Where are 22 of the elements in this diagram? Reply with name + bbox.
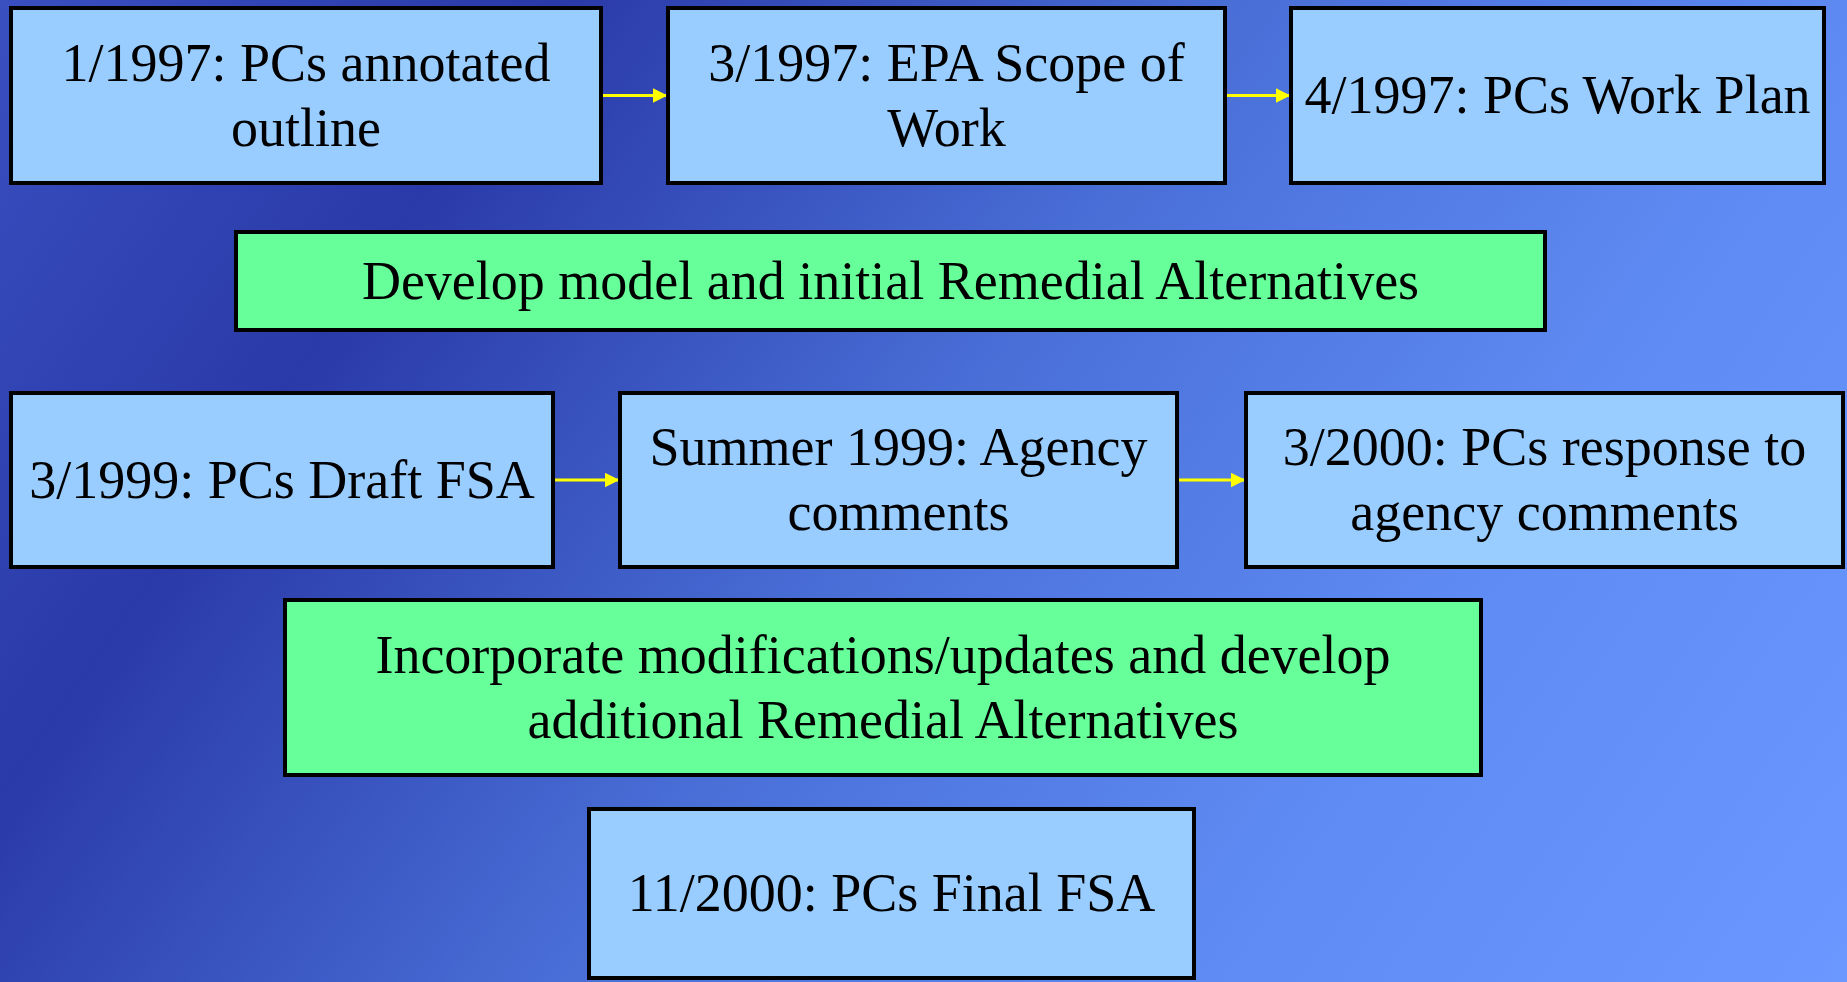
milestone-box (587, 807, 1196, 980)
milestone-box (1244, 391, 1845, 569)
box-label: 4/1997: PCs Work Plan (1304, 64, 1811, 128)
milestone-box (666, 6, 1227, 185)
phase-box (234, 230, 1547, 332)
box-label: 1/1997: PCs annotated outline (60, 31, 552, 160)
milestone-box (9, 6, 603, 185)
box-label: Summer 1999: Agency comments (648, 416, 1149, 544)
milestone-box (1289, 6, 1826, 185)
box-label: 3/2000: PCs response to agency comments (1281, 416, 1808, 544)
arrow (603, 88, 668, 103)
phase-box (283, 598, 1483, 777)
milestone-box (9, 391, 555, 569)
milestone-box (618, 391, 1179, 569)
arrow (555, 472, 620, 488)
box-label: 11/2000: PCs Final FSA (627, 862, 1156, 926)
arrow (1227, 88, 1291, 103)
box-label: 3/1997: EPA Scope of Work (707, 31, 1186, 160)
arrow (1179, 472, 1246, 488)
box-label: Develop model and initial Remedial Alternatives (361, 249, 1420, 313)
box-label: 3/1999: PCs Draft FSA (29, 448, 535, 512)
box-label: Incorporate modifications/updates and develop additional Remedial Alternatives (374, 623, 1392, 752)
